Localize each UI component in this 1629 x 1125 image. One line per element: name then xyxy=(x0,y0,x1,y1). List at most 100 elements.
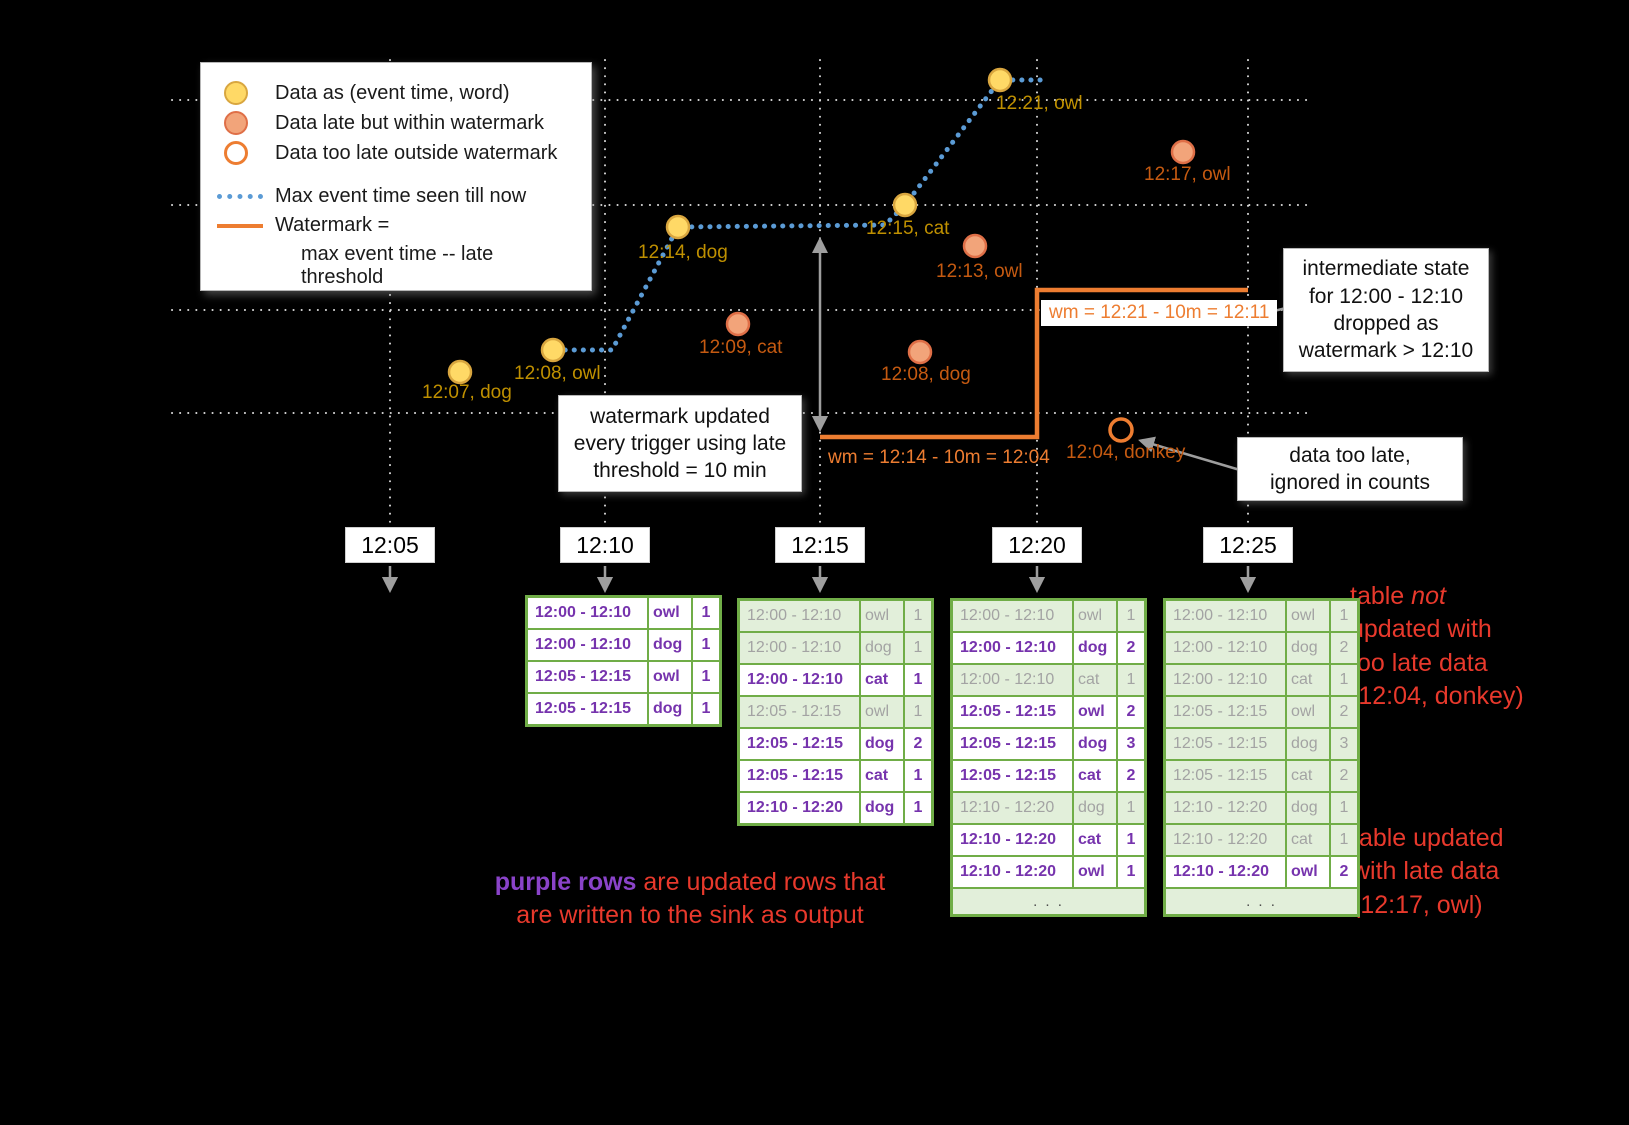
cell-word: cat xyxy=(1285,823,1331,857)
cell-count: 1 xyxy=(1116,663,1147,697)
data-point-late xyxy=(725,311,751,337)
cell-count: 2 xyxy=(1116,695,1147,729)
cell-word: dog xyxy=(1285,791,1331,825)
cell-word: dog xyxy=(647,628,693,662)
legend-items: Data as (event time, word)Data late but … xyxy=(217,81,575,289)
cell-count: 2 xyxy=(1329,759,1360,793)
cell-word: dog xyxy=(859,791,905,826)
cell-count: 3 xyxy=(1116,727,1147,761)
cell-word: owl xyxy=(1285,598,1331,633)
cell-window: 12:10 - 12:20 xyxy=(950,791,1074,825)
legend-item: Watermark = xyxy=(217,214,575,237)
cell-word: dog xyxy=(1072,727,1118,761)
legend-label: Data late but within watermark xyxy=(275,111,545,134)
cell-word: cat xyxy=(1072,823,1118,857)
cell-window: 12:05 - 12:15 xyxy=(525,692,649,727)
cell-word: dog xyxy=(859,631,905,665)
cell-count: 1 xyxy=(1329,823,1360,857)
cell-window: 12:00 - 12:10 xyxy=(525,628,649,662)
cell-word: dog xyxy=(1285,631,1331,665)
legend-swatch-box xyxy=(217,223,275,228)
cell-window: 12:05 - 12:15 xyxy=(1163,759,1287,793)
cell-window: 12:00 - 12:10 xyxy=(1163,598,1287,633)
cell-count: 2 xyxy=(1116,631,1147,665)
note-not-word: not xyxy=(1411,582,1446,610)
cell-window: 12:05 - 12:15 xyxy=(950,759,1074,793)
note-purple-rows: purple rows are updated rows that are wr… xyxy=(468,866,912,933)
cell-count: 1 xyxy=(903,759,934,793)
cell-window: 12:05 - 12:15 xyxy=(737,695,861,729)
legend-swatch-box xyxy=(217,141,275,165)
watermark-value-label-2: wm = 12:21 - 10m = 12:11 xyxy=(1041,300,1278,326)
point-label: 12:09, cat xyxy=(699,337,783,358)
legend-label: Data too late outside watermark xyxy=(275,141,558,164)
cell-window: 12:00 - 12:10 xyxy=(1163,631,1287,665)
trigger-time-12:25: 12:25 xyxy=(1203,527,1293,563)
cell-window: 12:10 - 12:20 xyxy=(950,855,1074,889)
cell-count: 1 xyxy=(691,692,722,727)
cell-count: 2 xyxy=(1329,631,1360,665)
point-label: 12:08, owl xyxy=(514,363,601,384)
callout-intermediate-state: intermediate state for 12:00 - 12:10 dro… xyxy=(1283,248,1489,372)
cell-window: 12:00 - 12:10 xyxy=(950,598,1074,633)
cell-window: 12:00 - 12:10 xyxy=(950,631,1074,665)
cell-count: 1 xyxy=(903,695,934,729)
cell-word: cat xyxy=(859,759,905,793)
watermark-line xyxy=(820,287,1248,440)
cell-word: owl xyxy=(859,598,905,633)
legend-label: Max event time seen till now xyxy=(275,185,527,207)
cell-window: 12:05 - 12:15 xyxy=(737,759,861,793)
cell-window: 12:10 - 12:20 xyxy=(1163,823,1287,857)
cell-count: 2 xyxy=(903,727,934,761)
data-point-ontime xyxy=(540,337,566,363)
note-not-post: updated with too late data (12:04, donke… xyxy=(1350,615,1524,710)
note-purple-rows-lead: purple rows xyxy=(494,868,637,896)
cell-count: 1 xyxy=(1116,791,1147,825)
cell-count: 1 xyxy=(1329,791,1360,825)
cell-count: 1 xyxy=(1116,598,1147,633)
trigger-time-12:20: 12:20 xyxy=(992,527,1082,563)
legend-item: Max event time seen till now xyxy=(217,185,575,208)
data-point-ontime xyxy=(665,214,691,240)
point-label: 12:14, dog xyxy=(638,242,728,263)
cell-count: 1 xyxy=(1116,855,1147,889)
cell-word: cat xyxy=(1072,663,1118,697)
cell-window: 12:05 - 12:15 xyxy=(737,727,861,761)
legend-label: Watermark = xyxy=(275,214,390,236)
cell-window: 12:00 - 12:10 xyxy=(737,663,861,697)
cell-window: 12:05 - 12:15 xyxy=(1163,695,1287,729)
cell-word: owl xyxy=(647,595,693,630)
cell-window: 12:00 - 12:10 xyxy=(737,598,861,633)
dot-late-swatch xyxy=(224,111,248,135)
point-label: 12:08, dog xyxy=(881,364,971,385)
table-row-ellipsis: . . . xyxy=(1163,887,1360,917)
cell-count: 3 xyxy=(1329,727,1360,761)
cell-count: 1 xyxy=(1329,663,1360,697)
cell-window: 12:00 - 12:10 xyxy=(1163,663,1287,697)
cell-word: cat xyxy=(1285,663,1331,697)
legend-item: Data too late outside watermark xyxy=(217,141,575,165)
cell-window: 12:00 - 12:10 xyxy=(737,631,861,665)
cell-count: 1 xyxy=(691,595,722,630)
too-late-callout-arrow xyxy=(1138,436,1241,472)
cell-count: 1 xyxy=(903,598,934,633)
cell-word: owl xyxy=(1285,855,1331,889)
